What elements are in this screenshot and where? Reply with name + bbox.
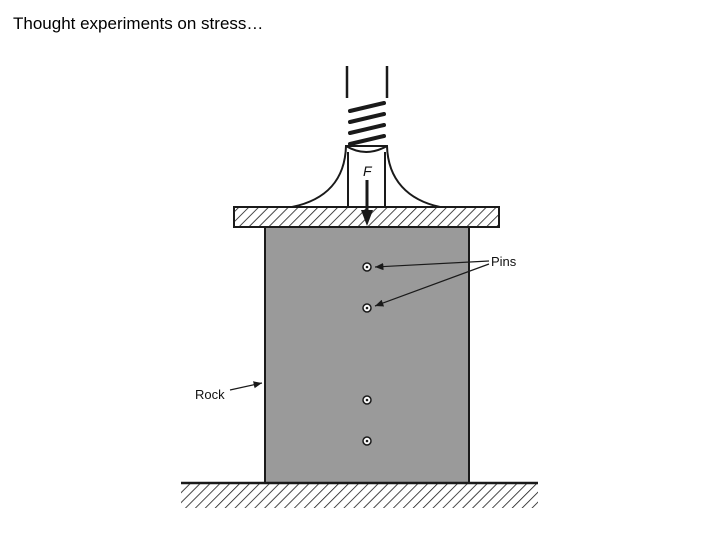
rock-label: Rock xyxy=(195,387,225,402)
pins-leader-lines xyxy=(374,260,490,307)
loading-rod xyxy=(345,66,389,98)
rock-leader-line xyxy=(229,381,263,391)
top-plate xyxy=(233,206,500,228)
ground-base xyxy=(181,481,538,508)
pins-label: Pins xyxy=(491,254,517,269)
force-label: F xyxy=(363,163,373,179)
piston xyxy=(291,145,441,208)
slide-title: Thought experiments on stress… xyxy=(13,14,264,33)
spring-coils xyxy=(348,101,386,146)
